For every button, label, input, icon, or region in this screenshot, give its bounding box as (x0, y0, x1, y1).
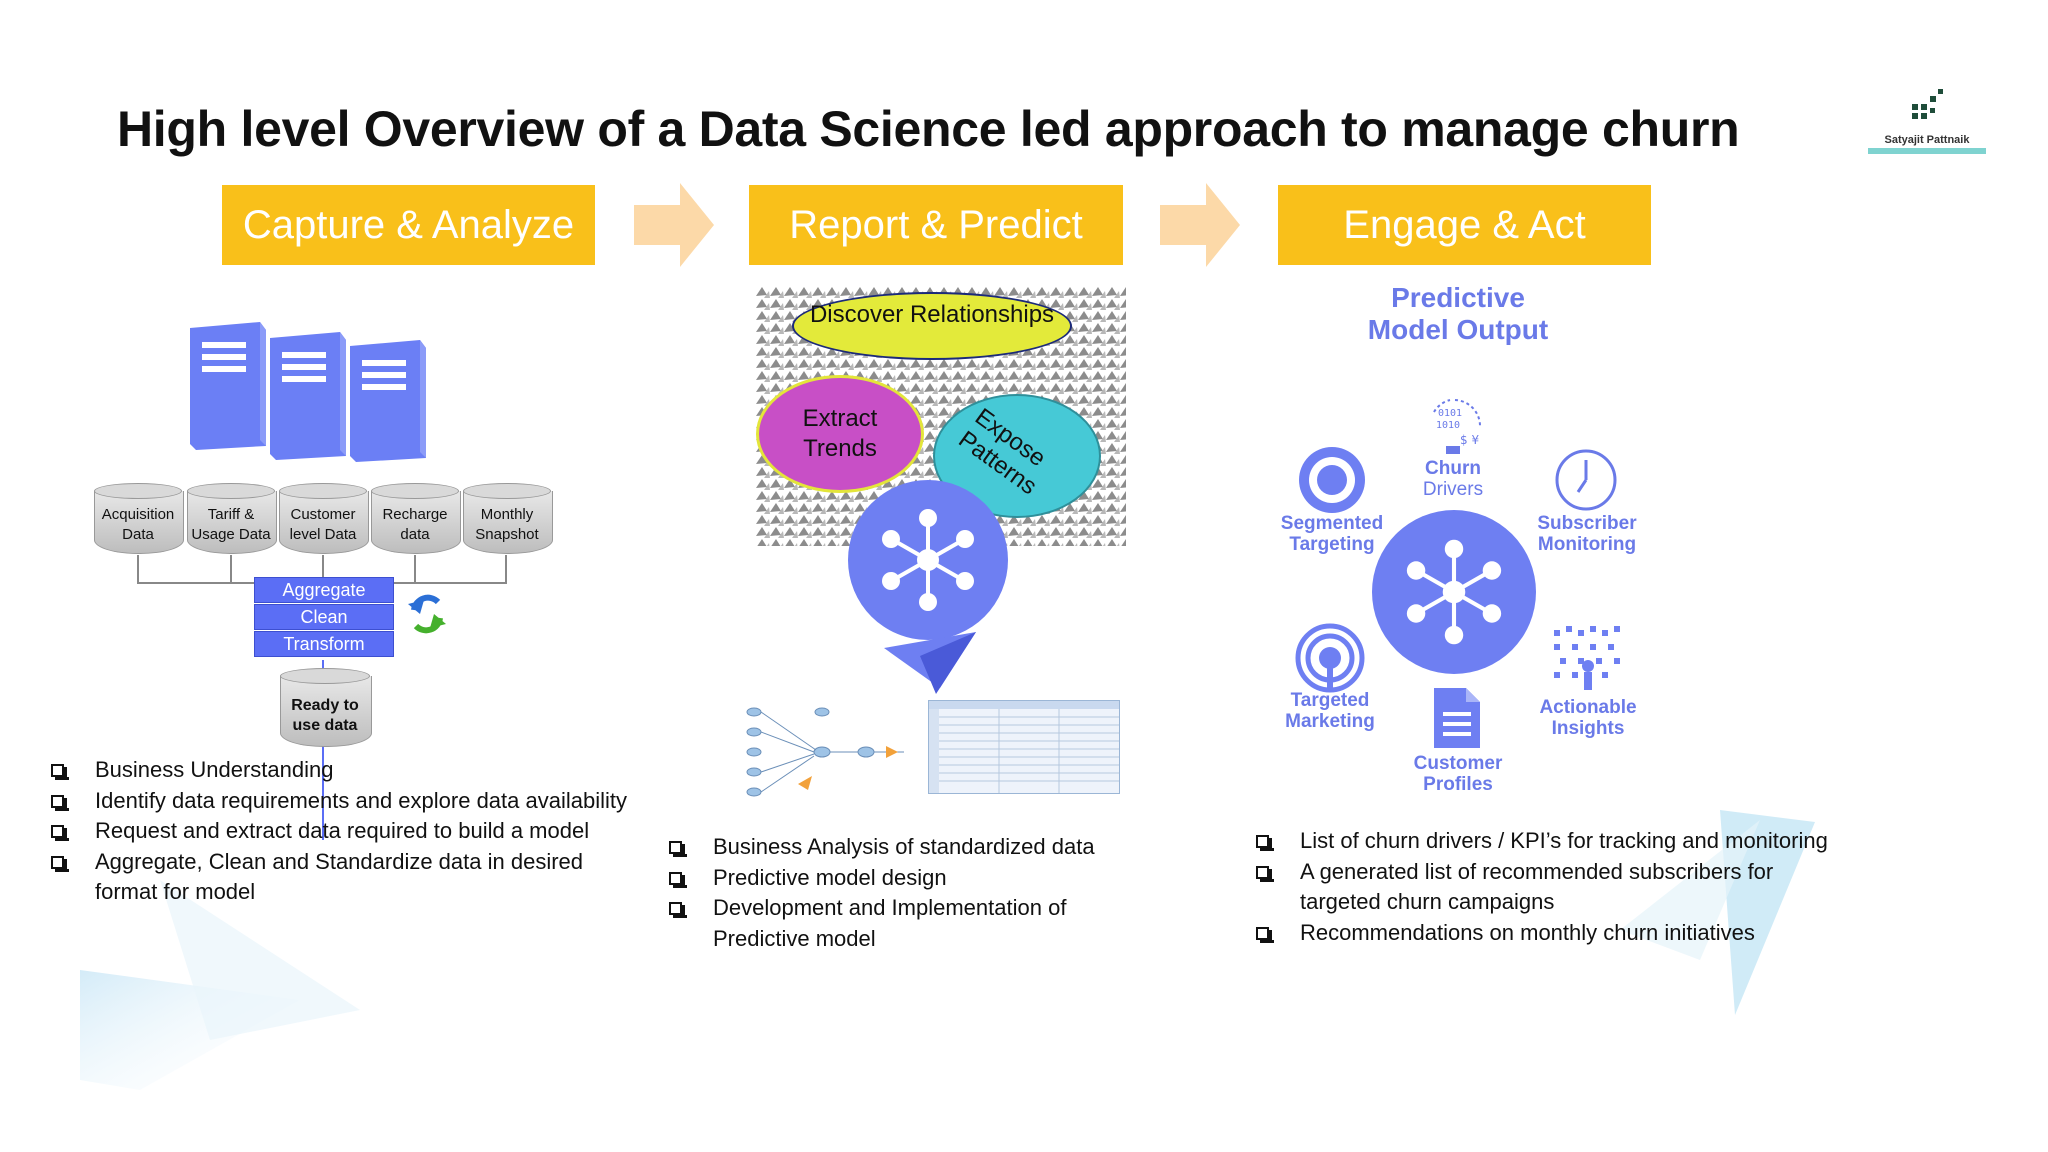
clock-icon (1555, 449, 1617, 511)
arrow-right-icon (634, 183, 714, 267)
database-customer-level: Customer level Data (279, 483, 369, 557)
list-item: List of churn drivers / KPI’s for tracki… (1256, 826, 1836, 857)
svg-text:0101: 0101 (1438, 408, 1462, 419)
table-grid (939, 709, 1119, 793)
network-icon (882, 509, 974, 611)
drivers-word: Drivers (1422, 479, 1484, 500)
broadcast-icon (1295, 623, 1365, 693)
svg-text:$ ¥: $ ¥ (1460, 433, 1479, 447)
list-item: Predictive model design (669, 863, 1149, 894)
svg-text:1010: 1010 (1436, 420, 1460, 431)
engage-bullet-list: List of churn drivers / KPI’s for tracki… (1256, 826, 1836, 948)
model-hub-icon (848, 480, 1008, 640)
brand-logo: Satyajit Pattnaik (1868, 88, 1986, 160)
step-transform: Transform (254, 631, 394, 657)
list-item: Request and extract data required to bui… (51, 816, 631, 847)
document-icon (1434, 688, 1480, 748)
database-ready-to-use: Ready to use data (280, 668, 372, 752)
mini-data-table (928, 700, 1120, 794)
stage-engage-act: Engage & Act (1278, 185, 1651, 265)
stage-report-predict: Report & Predict (749, 185, 1123, 265)
label-targeted-marketing: Targeted Marketing (1285, 690, 1375, 732)
predictive-model-output-heading: Predictive Model Output (1367, 282, 1549, 345)
network-icon (1406, 539, 1502, 645)
label-segmented-targeting: Segmented Targeting (1280, 513, 1384, 555)
page-title: High level Overview of a Data Science le… (117, 101, 1740, 157)
paper-plane-icon (884, 632, 976, 694)
bubble-extract-trends: Extract Trends (756, 375, 924, 493)
list-item: Recommendations on monthly churn initiat… (1256, 918, 1836, 949)
engage-hub-icon (1372, 510, 1536, 674)
step-aggregate: Aggregate (254, 577, 394, 603)
insights-grid-icon (1554, 626, 1620, 690)
bubble-discover-relationships: Discover Relationships (792, 292, 1072, 360)
label-customer-profiles: Customer Profiles (1413, 753, 1503, 795)
list-item: Business Understanding (51, 755, 631, 786)
stage-capture-analyze: Capture & Analyze (222, 185, 595, 265)
server-rack-icon (190, 322, 426, 462)
churn-drivers-icon: 0101 1010 $ ¥ (1433, 399, 1481, 454)
list-item: Development and Implementation of Predic… (669, 893, 1149, 954)
step-clean: Clean (254, 604, 394, 630)
report-bullet-list: Business Analysis of standardized data P… (669, 832, 1149, 954)
list-item: Business Analysis of standardized data (669, 832, 1149, 863)
database-tariff-usage: Tariff & Usage Data (187, 483, 277, 557)
list-item: Identify data requirements and explore d… (51, 786, 631, 817)
database-acquisition: Acquisition Data (94, 483, 184, 557)
list-item: A generated list of recommended subscrib… (1256, 857, 1836, 918)
logo-underline (1868, 148, 1986, 154)
arrow-right-icon (1160, 183, 1240, 267)
logo-icon (1912, 89, 1943, 119)
capture-bullet-list: Business Understanding Identify data req… (51, 755, 631, 908)
database-monthly-snapshot: Monthly Snapshot (463, 483, 553, 557)
churn-word: Churn (1425, 458, 1481, 479)
mini-network-graph (746, 707, 904, 797)
logo-name: Satyajit Pattnaik (1884, 134, 1970, 146)
target-icon (1299, 447, 1365, 513)
label-churn-drivers: Churn Drivers (1393, 458, 1513, 500)
label-subscriber-monitoring: Subscriber Monitoring (1537, 513, 1637, 555)
database-recharge: Recharge data (371, 483, 461, 557)
label-actionable-insights: Actionable Insights (1539, 697, 1637, 739)
list-item: Aggregate, Clean and Standardize data in… (51, 847, 631, 908)
refresh-icon (408, 594, 446, 634)
